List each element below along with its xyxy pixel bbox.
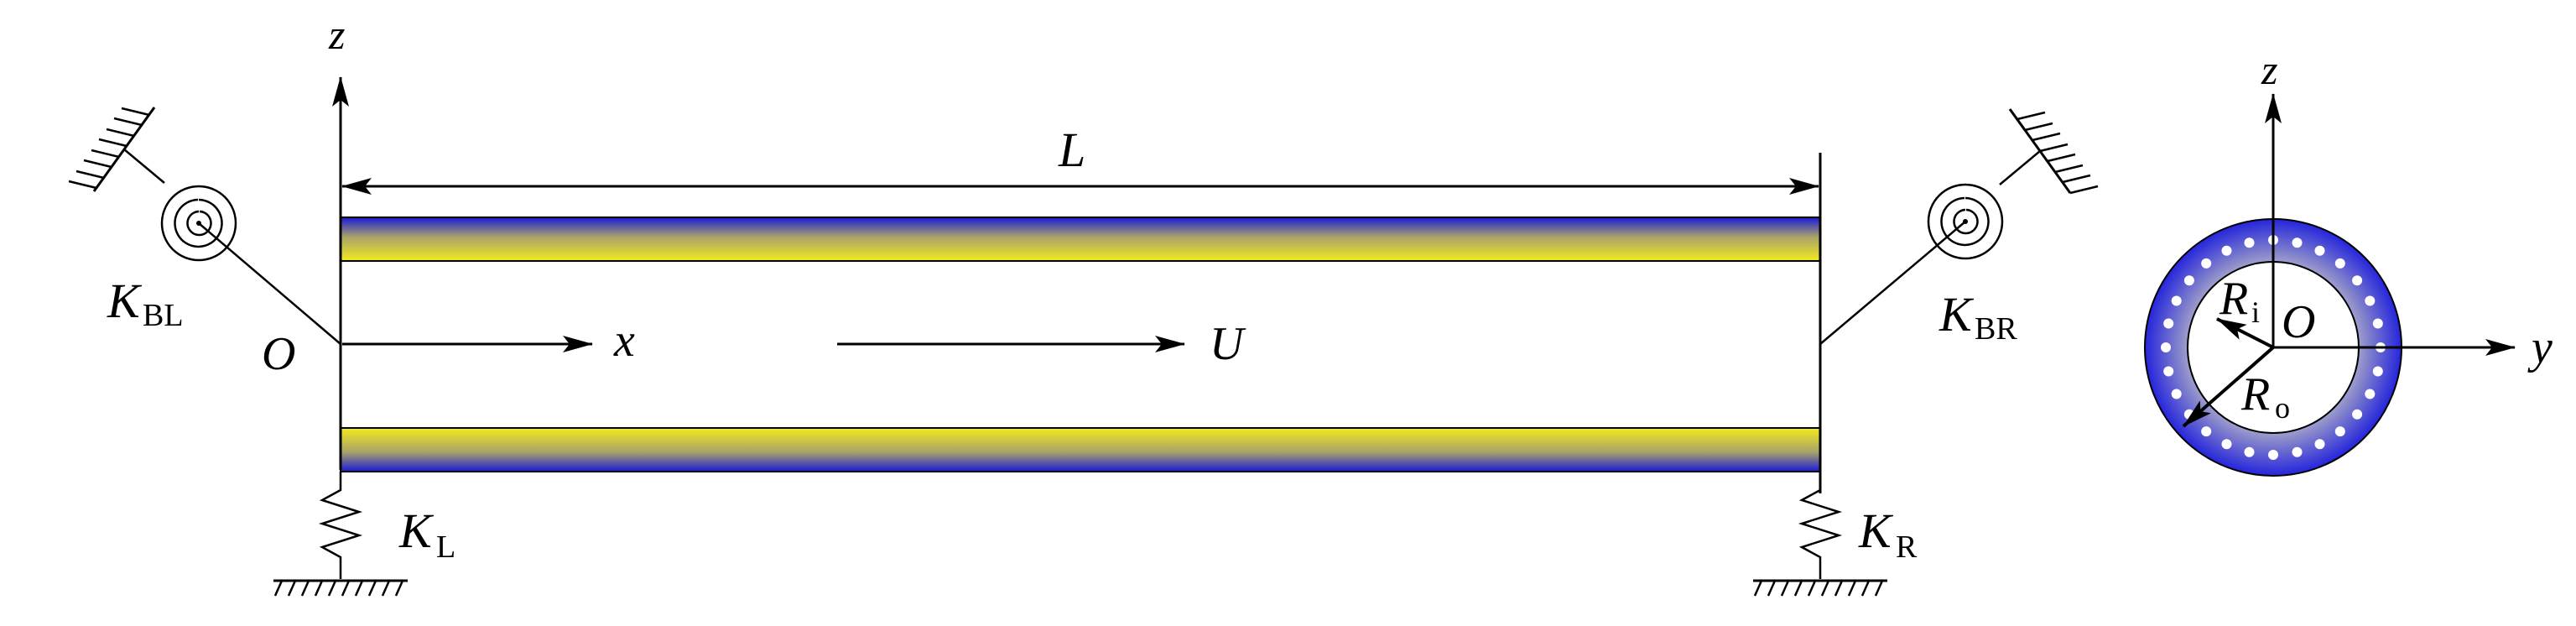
left-rotational-spring-subscript: BL [143, 298, 184, 333]
length-label: L [1058, 123, 1085, 177]
left-rotational-spring-label: K [107, 274, 143, 328]
particle-dot [2352, 275, 2363, 286]
pipe-wall-top [340, 216, 1821, 262]
inner-radius-arrow [2216, 317, 2274, 349]
particle-dot [2314, 439, 2325, 450]
y-axis-section-label: y [2527, 321, 2553, 373]
origin-label-main: O [262, 328, 295, 380]
particle-dot [2171, 295, 2182, 306]
particle-dot [2221, 439, 2232, 450]
left-translational-spring-label: K [398, 503, 435, 558]
left-rotational-spring [68, 107, 341, 345]
particle-dot [2292, 446, 2303, 457]
left-translational-spring-subscript: L [436, 529, 455, 565]
right-rotational-spring-label: K [1939, 287, 1975, 342]
inner-radius-label: R [2219, 273, 2248, 325]
particle-dot [2352, 409, 2363, 420]
particle-dot [2244, 237, 2255, 248]
flow-velocity-label: U [1210, 318, 1246, 370]
particle-dot [2314, 245, 2325, 256]
outer-radius-arrow [2182, 346, 2275, 428]
right-translational-spring-label: K [1858, 503, 1894, 558]
particle-dot [2183, 275, 2194, 286]
particle-dot [2244, 446, 2255, 457]
particle-dot [2163, 318, 2174, 329]
z-axis-section-label: z [2261, 46, 2277, 93]
particle-dot [2365, 389, 2376, 399]
outer-radius-label: R [2240, 368, 2270, 420]
right-translational-spring [1753, 472, 1887, 597]
particle-dot [2372, 318, 2383, 329]
particle-dot [2268, 450, 2278, 460]
inner-radius-subscript: i [2251, 295, 2260, 329]
particle-dot [2292, 237, 2303, 248]
particle-dot [2334, 258, 2345, 269]
particle-dot [2161, 342, 2171, 352]
z-axis-main-label: z [328, 11, 345, 58]
right-translational-spring-subscript: R [1896, 529, 1918, 565]
pipe [340, 216, 1821, 472]
origin-label-section: O [2282, 296, 2315, 348]
particle-dot [2221, 245, 2232, 256]
particle-dot [2171, 389, 2182, 399]
right-rotational-spring [1819, 108, 2099, 345]
right-rotational-spring-subscript: BR [1975, 311, 2017, 347]
particle-dot [2334, 426, 2345, 437]
particle-dot [2201, 426, 2212, 437]
x-axis-label: x [613, 315, 635, 367]
pipe-wall-bottom [340, 427, 1821, 472]
particle-dot [2365, 295, 2376, 306]
particle-dot [2201, 258, 2212, 269]
particle-dot [2372, 366, 2383, 377]
outer-radius-subscript: o [2275, 391, 2290, 425]
left-translational-spring [273, 472, 408, 597]
particle-dot [2163, 366, 2174, 377]
